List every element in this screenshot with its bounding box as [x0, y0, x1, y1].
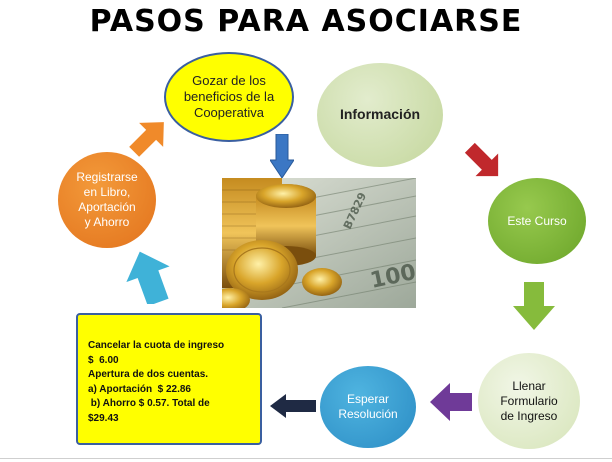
coins-and-bills-image: B7829 100 — [222, 178, 416, 308]
step-informacion: Información — [317, 63, 443, 167]
arrow-left-purple-icon — [430, 383, 472, 421]
requirement-line: Apertura de dos cuentas. — [88, 369, 209, 380]
requirement-line: a) Aportación $ 22.86 — [88, 383, 191, 395]
divider — [0, 458, 612, 459]
arrow-left-navy-icon — [270, 394, 316, 418]
step-gozar-label: Gozar de los beneficios de la Cooperativ… — [183, 72, 275, 121]
step-registrarse: Registrarse en Libro, Aportación y Ahorr… — [58, 152, 156, 248]
arrow-down-blue-icon — [270, 134, 294, 178]
requirement-line: $ 6.00 — [88, 354, 119, 366]
arrow-down-green-icon — [513, 282, 555, 330]
step-llenar-formulario: Llenar Formulario de Ingreso — [478, 353, 580, 449]
step-registrar-label: Registrarse en Libro, Aportación y Ahorr… — [76, 170, 138, 229]
arrow-up-right-orange-icon — [129, 122, 164, 157]
step-llenar-label: Llenar Formulario de Ingreso — [500, 378, 558, 423]
step-curso-label: Este Curso — [507, 213, 567, 228]
step-este-curso: Este Curso — [488, 178, 586, 264]
requirement-line: b) Ahorro $ 0.57. Total de — [88, 398, 210, 409]
requirement-line: Cancelar la cuota de ingreso — [88, 340, 225, 351]
step-esperar-label: Esperar Resolución — [338, 392, 398, 421]
step-informacion-label: Información — [339, 106, 421, 123]
step-gozar-beneficios: Gozar de los beneficios de la Cooperativ… — [164, 52, 294, 142]
step-esperar-resolucion: Esperar Resolución — [320, 366, 416, 448]
requirement-line: $29.43 — [88, 412, 119, 424]
requirements-box: Cancelar la cuota de ingreso $ 6.00 Aper… — [76, 313, 262, 445]
page-title: PASOS PARA ASOCIARSE — [89, 4, 523, 39]
arrow-up-cyan-icon — [126, 251, 170, 304]
arrow-down-right-red-icon — [464, 142, 499, 177]
